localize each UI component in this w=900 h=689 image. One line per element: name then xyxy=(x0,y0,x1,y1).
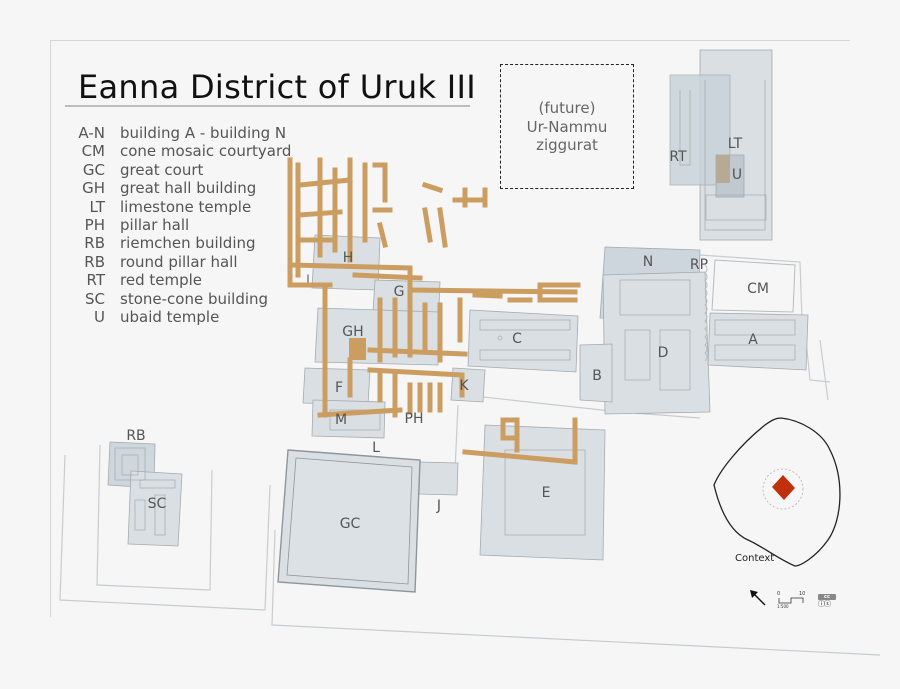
label-u: U xyxy=(731,167,743,183)
uruk-iii-walls xyxy=(287,157,581,465)
legend-code: GC xyxy=(82,160,105,179)
label-k: K xyxy=(459,378,469,394)
legend-code: U xyxy=(94,308,105,327)
legend-item: RB round pillar hall xyxy=(70,253,291,271)
legend-item: SC stone-cone building xyxy=(70,290,291,308)
legend-desc: cone mosaic courtyard xyxy=(120,142,292,161)
legend-item: CM cone mosaic courtyard xyxy=(70,142,292,161)
map-title: Eanna District of Uruk III xyxy=(78,68,476,106)
building-c xyxy=(467,309,579,373)
label-h: H xyxy=(342,250,354,266)
legend-code: SC xyxy=(85,289,105,308)
legend: A-N building A - building N CM cone mosaic… xyxy=(70,124,291,326)
building-b xyxy=(579,343,613,403)
legend-item: PH pillar hall xyxy=(70,216,291,234)
legend-desc: red temple xyxy=(120,271,202,290)
label-sc: SC xyxy=(147,496,167,512)
label-f: F xyxy=(334,380,344,396)
label-b: B xyxy=(592,368,602,384)
building-a xyxy=(707,312,809,371)
label-l: L xyxy=(372,440,380,456)
legend-code: CM xyxy=(81,142,105,161)
label-rt: RT xyxy=(669,149,687,165)
map-frame xyxy=(50,40,850,617)
legend-desc: stone-cone building xyxy=(120,289,269,308)
label-cm: CM xyxy=(747,281,769,297)
legend-item: LT limestone temple xyxy=(70,198,291,216)
ziggurat-label-3: ziggurat xyxy=(536,136,598,154)
north-arrow-icon xyxy=(750,590,766,606)
legend-code: LT xyxy=(89,197,105,216)
cc-by-sa-icons: ⓘⓢ xyxy=(818,600,831,608)
legend-desc: riemchen building xyxy=(120,234,256,253)
ziggurat-outline: (future) Ur-Nammu ziggurat xyxy=(500,64,634,189)
scale-bar xyxy=(778,597,804,604)
label-gh: GH xyxy=(342,324,364,340)
cc-badge: cc xyxy=(818,594,836,600)
interior-walls xyxy=(114,80,796,536)
outer-walls xyxy=(59,254,881,656)
legend-item: GH great hall building xyxy=(70,179,291,197)
legend-desc: ubaid temple xyxy=(120,308,220,327)
scale-ratio: 1:500 xyxy=(777,604,789,609)
legend-desc: great hall building xyxy=(120,179,257,198)
label-ph: PH xyxy=(404,411,424,427)
legend-item: GC great court xyxy=(70,161,291,179)
ziggurat-label-2: Ur-Nammu xyxy=(526,117,608,136)
legend-item: RT red temple xyxy=(70,271,291,289)
title-underline xyxy=(65,105,470,107)
label-i: I xyxy=(306,272,310,286)
context-inset xyxy=(713,417,841,567)
label-a: A xyxy=(748,332,758,348)
legend-desc: limestone temple xyxy=(120,197,252,216)
label-n: N xyxy=(642,254,654,270)
legend-desc: round pillar hall xyxy=(120,252,238,271)
label-j: J xyxy=(436,498,442,514)
legend-code: RB xyxy=(84,252,105,271)
cm-courtyard xyxy=(704,259,796,362)
legend-desc: building A - building N xyxy=(120,124,287,142)
building-j xyxy=(418,461,459,496)
label-m: M xyxy=(334,412,348,428)
label-rp: RP xyxy=(689,257,709,273)
legend-item: RB riemchen building xyxy=(70,234,291,252)
legend-code: RT xyxy=(86,271,106,290)
scale-start: 0 xyxy=(777,591,781,597)
label-lt: LT xyxy=(727,136,743,152)
scale-end: 10 xyxy=(799,591,806,597)
legend-item: A-N building A - building N xyxy=(70,124,291,142)
label-d: D xyxy=(657,345,669,361)
legend-code: PH xyxy=(84,216,105,235)
legend-code: GH xyxy=(82,179,105,198)
label-g: G xyxy=(393,284,405,300)
legend-code: RB xyxy=(84,234,105,253)
legend-desc: great court xyxy=(120,160,204,179)
ziggurat-label-1: (future) xyxy=(538,99,596,117)
legend-desc: pillar hall xyxy=(120,216,190,235)
label-c: C xyxy=(512,331,522,347)
gh-pillar-block xyxy=(349,338,366,360)
label-gc: GC xyxy=(339,516,361,532)
context-label: Context xyxy=(735,553,775,564)
legend-code: A-N xyxy=(78,124,105,142)
label-e: E xyxy=(541,485,551,501)
cc-license-icon: cc ⓘⓢ xyxy=(818,594,838,610)
label-rb: RB xyxy=(126,428,146,444)
building-d xyxy=(602,271,711,415)
